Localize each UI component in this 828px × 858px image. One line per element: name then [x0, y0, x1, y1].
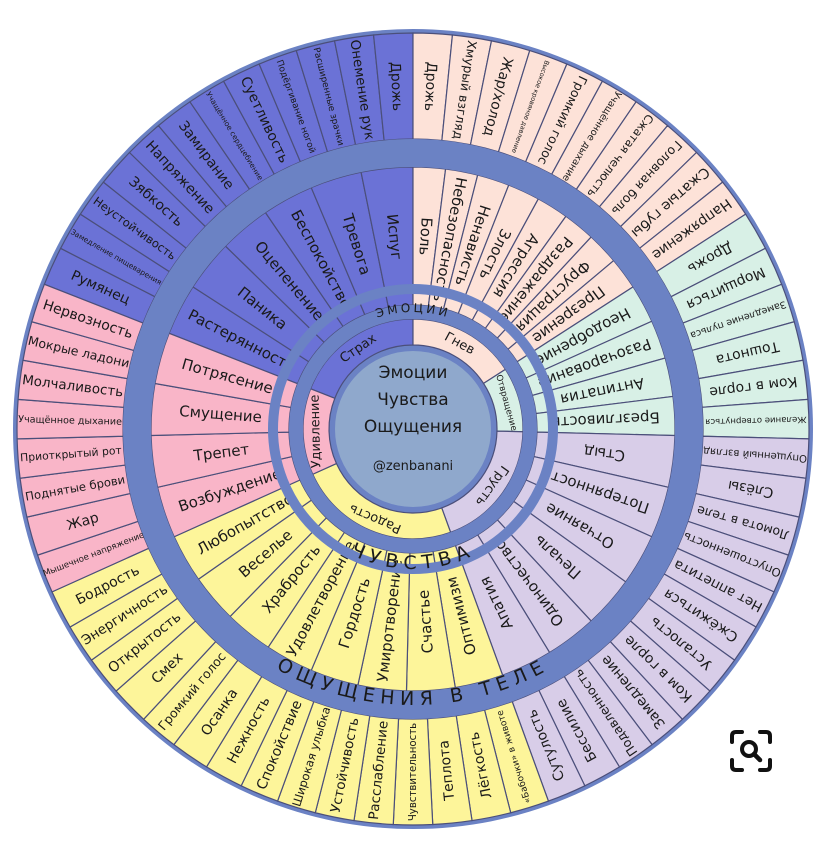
sensations-ring	[123, 139, 703, 719]
sensation-label: Дрожь	[387, 61, 405, 111]
sensation-label: Чувствительность	[408, 723, 419, 821]
center-line-1: Эмоции	[379, 363, 448, 383]
center-text: Эмоции Чувства Ощущения @zenbanani	[364, 363, 462, 474]
sensation-label: Теплота	[436, 739, 458, 802]
emotion-label: Удивление	[308, 394, 325, 468]
magnifier-icon	[730, 730, 772, 772]
sensation-label: Желание отвернуться	[705, 414, 806, 427]
feelings-ring	[268, 284, 558, 574]
sensation-label: Дрожь	[421, 61, 439, 111]
feeling-label: Испуг	[383, 213, 406, 261]
center-disc	[331, 347, 495, 511]
author-handle: @zenbanani	[373, 459, 453, 474]
emotion-segment	[302, 388, 338, 476]
feeling-label: Брезгливость	[551, 408, 660, 431]
sensation-label: Учащённое дыхание	[18, 414, 122, 428]
zoom-button[interactable]	[726, 726, 776, 776]
center-line-2: Чувства	[377, 390, 448, 410]
band-label-emotions: ЭМОЦИИ	[374, 301, 452, 321]
center-line-3: Ощущения	[364, 417, 462, 437]
feeling-label: Боль	[415, 217, 435, 256]
feeling-label: Стыд	[583, 442, 626, 465]
emotions-ring	[289, 305, 537, 553]
sensation-label: Слёзы	[727, 477, 775, 501]
feeling-label: Счастье	[415, 589, 437, 654]
